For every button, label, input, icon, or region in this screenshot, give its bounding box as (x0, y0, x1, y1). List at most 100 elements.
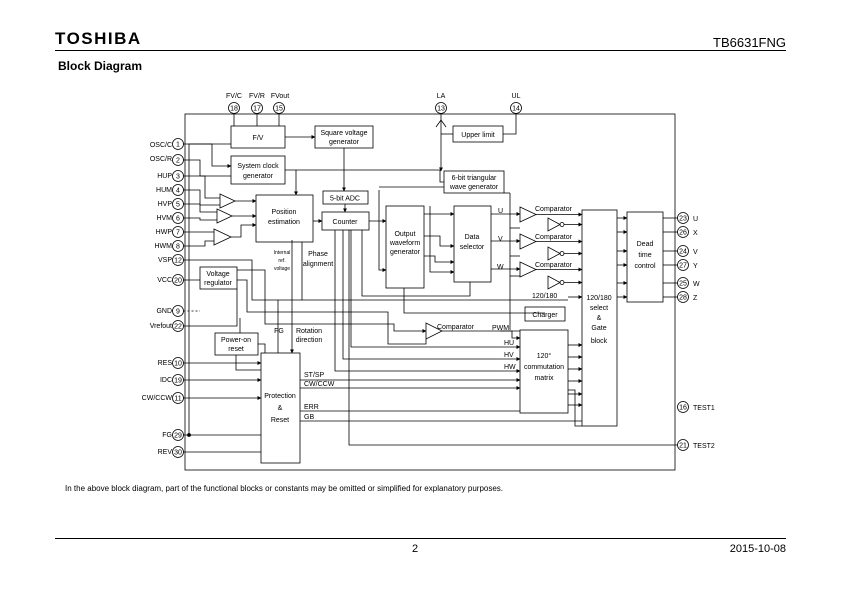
pin-cw-ccw: CW/CCW 11 (142, 392, 184, 404)
svg-text:16: 16 (679, 405, 687, 412)
pin-hwp: HWP 7 (156, 226, 184, 238)
svg-text:17: 17 (253, 106, 261, 113)
pin-x: 26 X (677, 226, 698, 238)
svg-text:18: 18 (230, 106, 238, 113)
svg-text:FV/C: FV/C (226, 93, 242, 100)
position-estimation-block: Position estimation (255, 194, 314, 243)
svg-text:22: 22 (174, 324, 182, 331)
pin-vcc: VCC 20 (157, 274, 184, 286)
charger-block: Charger (524, 306, 566, 322)
svg-text:HWP: HWP (156, 229, 173, 236)
svg-text:Output: Output (394, 231, 415, 238)
svg-text:8: 8 (176, 244, 180, 251)
svg-text:Z: Z (693, 295, 698, 302)
svg-text:wave generator: wave generator (449, 184, 499, 191)
svg-text:FG: FG (162, 432, 172, 439)
svg-text:28: 28 (679, 295, 687, 302)
svg-text:10: 10 (174, 361, 182, 368)
svg-text:24: 24 (679, 249, 687, 256)
direction-label: direction (296, 337, 323, 344)
data-selector-block: Data selector (453, 205, 492, 283)
pwm-label: PWM (492, 325, 509, 332)
svg-text:4: 4 (176, 188, 180, 195)
svg-text:HVM: HVM (156, 215, 172, 222)
pin-y: 27 Y (677, 259, 698, 271)
svg-text:System clock: System clock (237, 163, 279, 170)
svg-text:FV/R: FV/R (249, 93, 265, 100)
svg-text:block: block (591, 338, 608, 345)
rotation-label: Rotation (296, 328, 322, 335)
svg-text:F/V: F/V (253, 135, 264, 142)
footer-rule (55, 538, 786, 539)
svg-text:selector: selector (460, 244, 485, 251)
svg-text:Charger: Charger (532, 312, 558, 319)
fv-block: F/V (230, 125, 286, 149)
comparator-pwm-label: Comparator (437, 324, 475, 331)
dead-time-control-block: Dead time control (626, 211, 664, 303)
sel-120-180-label: 120/180 (532, 293, 557, 300)
system-clock-generator: System clock generator (230, 155, 286, 185)
page-number: 2 (412, 543, 419, 555)
svg-text:Y: Y (693, 263, 698, 270)
svg-text:13: 13 (437, 106, 445, 113)
svg-text:OSC/R: OSC/R (150, 156, 172, 163)
svg-text:1: 1 (176, 142, 180, 149)
svg-text:Dead: Dead (637, 241, 654, 248)
pin-test1: 16 TEST1 (677, 401, 715, 413)
svg-text:generator: generator (243, 173, 274, 180)
pin-hum: HUM 4 (156, 184, 184, 196)
power-on-reset-block: Power-on reset (214, 332, 259, 356)
svg-text:Reset: Reset (271, 417, 289, 424)
svg-text:29: 29 (174, 433, 182, 440)
pin-idc: IDC 19 (160, 374, 184, 386)
section-title: Block Diagram (58, 59, 143, 73)
svg-text:30: 30 (174, 450, 182, 457)
err-label: ERR (304, 404, 319, 411)
internal-ref-label-1: Internal (274, 250, 291, 256)
svg-text:9: 9 (176, 309, 180, 316)
pin-hvp: HVP 5 (158, 198, 184, 210)
svg-text:25: 25 (679, 281, 687, 288)
header-rule (55, 50, 786, 51)
svg-text:Voltage: Voltage (206, 271, 229, 278)
pin-res: RES 10 (158, 357, 184, 369)
hv-label: HV (504, 352, 514, 359)
svg-text:26: 26 (679, 230, 687, 237)
svg-text:commutation: commutation (524, 364, 564, 371)
svg-text:11: 11 (174, 396, 181, 403)
comparator-w-label: Comparator (535, 262, 573, 269)
svg-text:Data: Data (465, 234, 480, 241)
gb-label: GB (304, 414, 314, 421)
svg-text:RES: RES (158, 360, 173, 367)
svg-text:FVout: FVout (271, 93, 289, 100)
part-number: TB6631FNG (713, 35, 786, 50)
svg-text:generator: generator (329, 139, 360, 146)
svg-text:14: 14 (512, 106, 520, 113)
svg-text:X: X (693, 230, 698, 237)
comparator-v-label: Comparator (535, 234, 573, 241)
svg-text:U: U (693, 216, 698, 223)
svg-text:5-bit ADC: 5-bit ADC (330, 196, 360, 203)
svg-text:6: 6 (176, 216, 180, 223)
explanatory-note: In the above block diagram, part of the … (65, 484, 504, 493)
internal-ref-label-2: ref. (278, 258, 285, 264)
svg-text:W: W (693, 281, 700, 288)
svg-text:GND: GND (156, 308, 172, 315)
svg-text:Vrefout: Vrefout (150, 323, 172, 330)
counter-block: Counter (321, 211, 370, 231)
pin-hup: HUP 3 (157, 170, 184, 182)
pin-test2: 21 TEST2 (677, 439, 715, 451)
internal-ref-label-3: voltage (274, 266, 290, 272)
svg-text:HVP: HVP (158, 201, 173, 208)
v-phase-label: V (498, 236, 503, 243)
svg-text:control: control (634, 263, 655, 270)
svg-text:HUP: HUP (157, 173, 172, 180)
hall-comparator-u-icon (219, 193, 236, 209)
svg-text:120°: 120° (537, 352, 552, 360)
svg-text:reset: reset (228, 346, 244, 353)
w-phase-label: W (497, 264, 504, 271)
svg-text:12: 12 (174, 258, 182, 265)
hw-label: HW (504, 364, 516, 371)
svg-text:CW/CCW: CW/CCW (142, 395, 173, 402)
